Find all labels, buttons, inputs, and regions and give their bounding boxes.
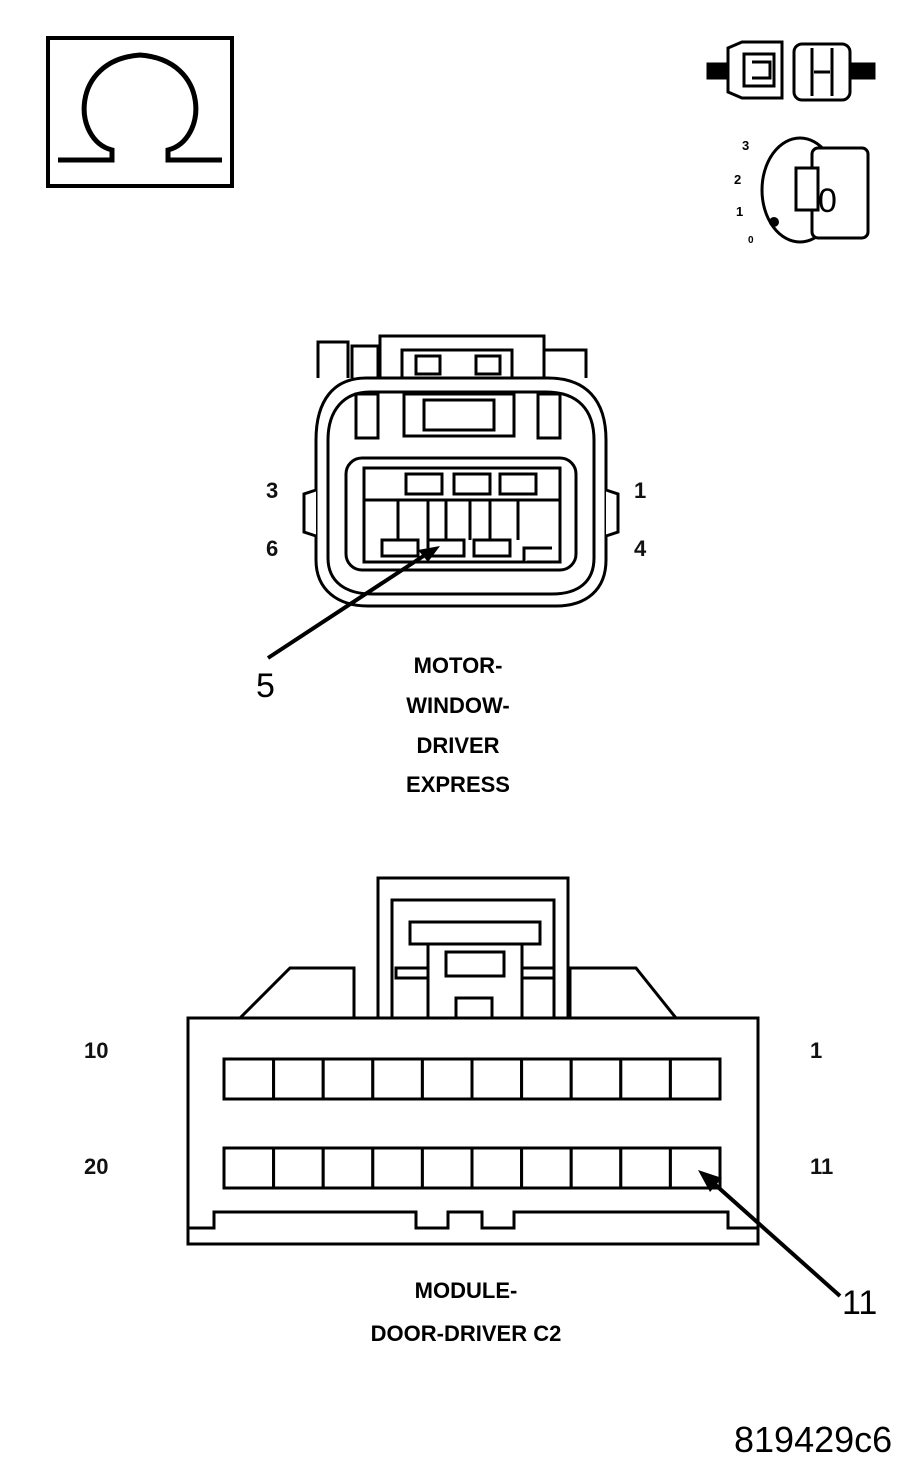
disconnected-connector-icon [706, 40, 876, 102]
motor-pin-1-label: 1 [634, 478, 646, 503]
door-module-cavity-top [470, 1057, 524, 1101]
motor-pin-5-callout-arrow [266, 546, 440, 660]
door-module-connector [186, 876, 760, 1246]
module-pin-10-label: 10 [84, 1038, 108, 1063]
door-module-cavity-top [569, 1057, 623, 1101]
door-module-cavity-bottom [520, 1146, 573, 1190]
module-pin-11-callout-label: 11 [842, 1284, 877, 1322]
ohmmeter-icon [46, 36, 234, 188]
key-position-2: 2 [734, 172, 741, 187]
key-position-0: 0 [748, 235, 754, 246]
motor-pin-5-callout-label: 5 [256, 667, 275, 705]
svg-text:DRIVER: DRIVER [416, 733, 499, 758]
door-module-cavity-top [619, 1057, 672, 1101]
key-position-1: 1 [736, 204, 743, 219]
door-module-cavity-bottom [272, 1146, 325, 1190]
door-module-cavity-bottom [420, 1146, 474, 1190]
figure-id: 819429c6 [734, 1419, 892, 1460]
door-module-cavity-row-bottom [222, 1146, 722, 1190]
door-module-cavity-bottom [569, 1146, 623, 1190]
svg-text:DOOR-DRIVER C2: DOOR-DRIVER C2 [371, 1321, 562, 1346]
door-module-cavity-top [371, 1057, 424, 1101]
door-module-caption: MODULE- DOOR-DRIVER C2 [371, 1278, 562, 1346]
door-module-cavity-bottom [371, 1146, 424, 1190]
ignition-key-off-icon: 0 3 2 1 0 [734, 136, 870, 246]
svg-text:MODULE-: MODULE- [415, 1278, 518, 1303]
door-module-cavity-bottom [222, 1146, 276, 1190]
door-module-cavity-top [520, 1057, 573, 1101]
door-module-cavity-top [420, 1057, 474, 1101]
motor-pin-3-label: 3 [266, 478, 278, 503]
module-pin-20-label: 20 [84, 1154, 108, 1179]
module-pin-11-callout-arrow [698, 1170, 842, 1298]
door-module-cavity-bottom [321, 1146, 375, 1190]
motor-window-caption: MOTOR- WINDOW- DRIVER EXPRESS [406, 653, 510, 797]
door-module-cavity-top [272, 1057, 325, 1101]
door-module-cavity-top [222, 1057, 276, 1101]
door-module-cavity-top [321, 1057, 375, 1101]
module-pin-11-label: 11 [810, 1154, 833, 1179]
motor-pin-4-label: 4 [634, 536, 647, 561]
door-module-cavity-top [668, 1057, 722, 1101]
key-position-3: 3 [742, 138, 749, 153]
svg-text:WINDOW-: WINDOW- [406, 693, 509, 718]
motor-pin-6-label: 6 [266, 536, 278, 561]
door-module-cavity-row-top [222, 1057, 722, 1101]
module-pin-1-label: 1 [810, 1038, 822, 1063]
svg-text:EXPRESS: EXPRESS [406, 772, 510, 797]
svg-text:MOTOR-: MOTOR- [414, 653, 503, 678]
key-face-label: 0 [818, 182, 837, 220]
door-module-cavity-bottom [470, 1146, 524, 1190]
door-module-cavity-bottom [619, 1146, 672, 1190]
motor-window-connector [302, 334, 620, 608]
